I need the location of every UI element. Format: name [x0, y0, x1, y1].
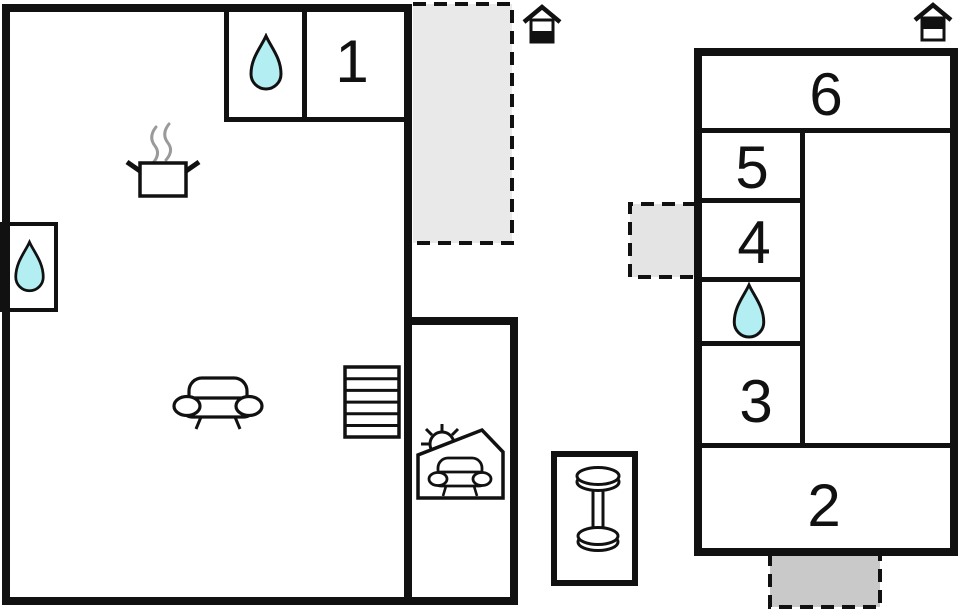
room-label-6: 6 [809, 61, 843, 128]
water-drop-icon [249, 33, 283, 91]
wall-ground-top [2, 4, 412, 12]
ground-floor-house-icon [522, 4, 562, 44]
room-label-5: 5 [735, 134, 769, 201]
wall-bath-room3 [700, 341, 802, 346]
room-label-1: 1 [335, 28, 369, 95]
upper-floor-house-icon [913, 2, 953, 42]
wall-upper-left [694, 48, 702, 556]
wall-upper-bottom [694, 548, 958, 556]
room-label-4: 4 [737, 209, 771, 276]
wall-ground-left [2, 4, 10, 605]
wall-bedroom-left [224, 4, 229, 122]
water-drop-icon [732, 282, 766, 339]
wall-upper-right [950, 48, 958, 556]
stairs-icon [343, 365, 401, 439]
water-drop-icon [14, 238, 45, 293]
wall-room6-bottom [700, 128, 952, 133]
sofa-icon [427, 456, 493, 497]
garden-table-icon [575, 466, 621, 552]
wall-ground-right-main [404, 4, 412, 605]
wall-bedroom-bottom [224, 117, 412, 122]
room-label-2: 2 [807, 472, 841, 539]
terrace-area-upper-bottom [768, 553, 882, 609]
wall-ground-bottom [2, 597, 518, 605]
wall-room2-top [700, 443, 952, 448]
room-label-3: 3 [739, 368, 773, 435]
terrace-area-ground-floor [413, 2, 514, 245]
wall-ground-annex-top [404, 317, 518, 325]
sofa-icon [172, 376, 264, 430]
steam-lines [150, 122, 173, 165]
wall-ground-annex-right [510, 317, 518, 605]
terrace-area-upper-side [628, 202, 696, 279]
wall-room4-bath [700, 277, 802, 282]
covered-parking-icon [416, 424, 505, 500]
wall-room5-room4 [700, 198, 802, 203]
wall-upper-column-right [800, 128, 805, 448]
wall-upper-top [694, 48, 958, 56]
stove-icon [125, 122, 201, 198]
wall-bedroom-divider [302, 4, 307, 122]
